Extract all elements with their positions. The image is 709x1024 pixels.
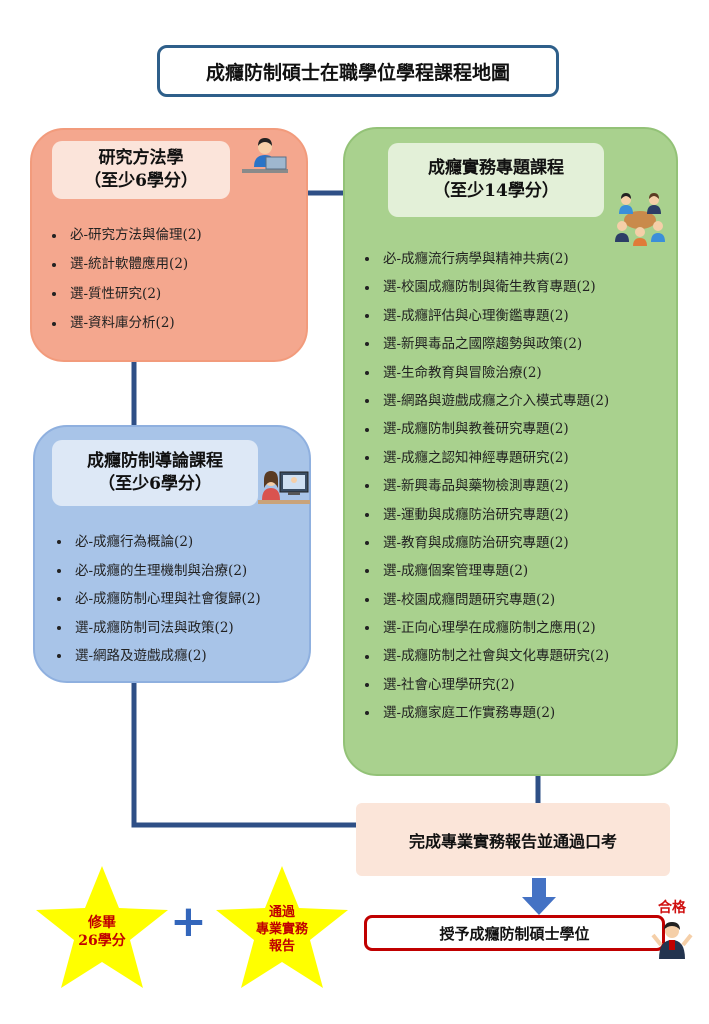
star-credits-label: 修畢 26學分 (52, 914, 152, 950)
star-report-label: 通過 專業實務 報告 (232, 905, 332, 956)
list-item: 選-成癮防制司法與政策(2) (55, 614, 261, 643)
list-item: 選-社會心理學研究(2) (363, 671, 609, 699)
list-item: 選-資料庫分析(2) (50, 309, 202, 338)
research-heading-text: 研究方法學 (98, 148, 184, 169)
star-icon (216, 866, 348, 988)
list-item: 選-校園成癮防制與衛生教育專題(2) (363, 273, 609, 301)
list-item: 選-新興毒品與藥物檢測專題(2) (363, 472, 609, 500)
connector-intro-report (131, 682, 357, 828)
practice-credit-text: （至少14學分） (433, 181, 559, 201)
list-item: 選-統計軟體應用(2) (50, 250, 202, 279)
list-item: 選-質性研究(2) (50, 280, 202, 309)
person-at-laptop-icon (242, 138, 288, 173)
list-item: 選-校園成癮問題研究專題(2) (363, 586, 609, 614)
list-item: 選-成癮評估與心理衡鑑專題(2) (363, 302, 609, 330)
list-item: 選-成癮家庭工作實務專題(2) (363, 699, 609, 727)
research-credit-text: （至少6學分） (84, 171, 198, 191)
star-report-line2: 專業實務 (255, 921, 308, 937)
star-icon (36, 866, 168, 988)
star-report-line1: 通過 (268, 905, 295, 920)
star-report-line3: 報告 (268, 938, 295, 954)
list-item: 選-網路及遊戲成癮(2) (55, 642, 261, 671)
list-item: 必-成癮防制心理與社會復歸(2) (55, 585, 261, 614)
research-course-list: 必-研究方法與倫理(2) 選-統計軟體應用(2) 選-質性研究(2) 選-資料庫… (50, 221, 202, 338)
intro-heading-text: 成癮防制導論課程 (87, 451, 223, 472)
group-meeting-icon (615, 193, 665, 246)
person-video-call-icon (258, 471, 310, 504)
list-item: 必-成癮行為概論(2) (55, 528, 261, 557)
list-item: 選-教育與成癮防治研究專題(2) (363, 529, 609, 557)
list-item: 選-正向心理學在成癮防制之應用(2) (363, 614, 609, 642)
list-item: 必-成癮的生理機制與治療(2) (55, 557, 261, 586)
list-item: 必-成癮流行病學與精神共病(2) (363, 245, 609, 273)
intro-course-list: 必-成癮行為概論(2) 必-成癮的生理機制與治療(2) 必-成癮防制心理與社會復… (55, 528, 261, 671)
down-arrow-icon (522, 878, 556, 915)
star-credits-line2: 26學分 (78, 933, 126, 950)
addiction-intro-heading: 成癮防制導論課程 （至少6學分） (52, 440, 258, 506)
star-credits-line1: 修畢 (88, 915, 116, 931)
page-title: 成癮防制碩士在職學位學程課程地圖 (157, 45, 559, 97)
list-item: 選-成癮防制與教養研究專題(2) (363, 415, 609, 443)
list-item: 選-成癮之認知神經專題研究(2) (363, 444, 609, 472)
list-item: 選-網路與遊戲成癮之介入模式專題(2) (363, 387, 609, 415)
list-item: 選-成癮防制之社會與文化專題研究(2) (363, 642, 609, 670)
list-item: 必-研究方法與倫理(2) (50, 221, 202, 250)
research-methods-heading: 研究方法學 （至少6學分） (52, 141, 230, 199)
plus-sign: + (170, 896, 207, 947)
report-requirement-box: 完成專業實務報告並通過口考 (356, 803, 670, 876)
list-item: 選-新興毒品之國際趨勢與政策(2) (363, 330, 609, 358)
list-item: 選-運動與成癮防治研究專題(2) (363, 501, 609, 529)
list-item: 選-成癮個案管理專題(2) (363, 557, 609, 585)
practice-topics-heading: 成癮實務專題課程 （至少14學分） (388, 143, 604, 217)
intro-credit-text: （至少6學分） (98, 474, 212, 494)
degree-award-box: 授予成癮防制碩士學位 (364, 915, 665, 951)
practice-course-list: 必-成癮流行病學與精神共病(2) 選-校園成癮防制與衛生教育專題(2) 選-成癮… (363, 245, 609, 728)
graduate-pass-icon: 合格 (647, 895, 697, 959)
practice-heading-text: 成癮實務專題課程 (428, 158, 564, 179)
list-item: 選-生命教育與冒險治療(2) (363, 359, 609, 387)
pass-badge-text: 合格 (658, 900, 686, 916)
